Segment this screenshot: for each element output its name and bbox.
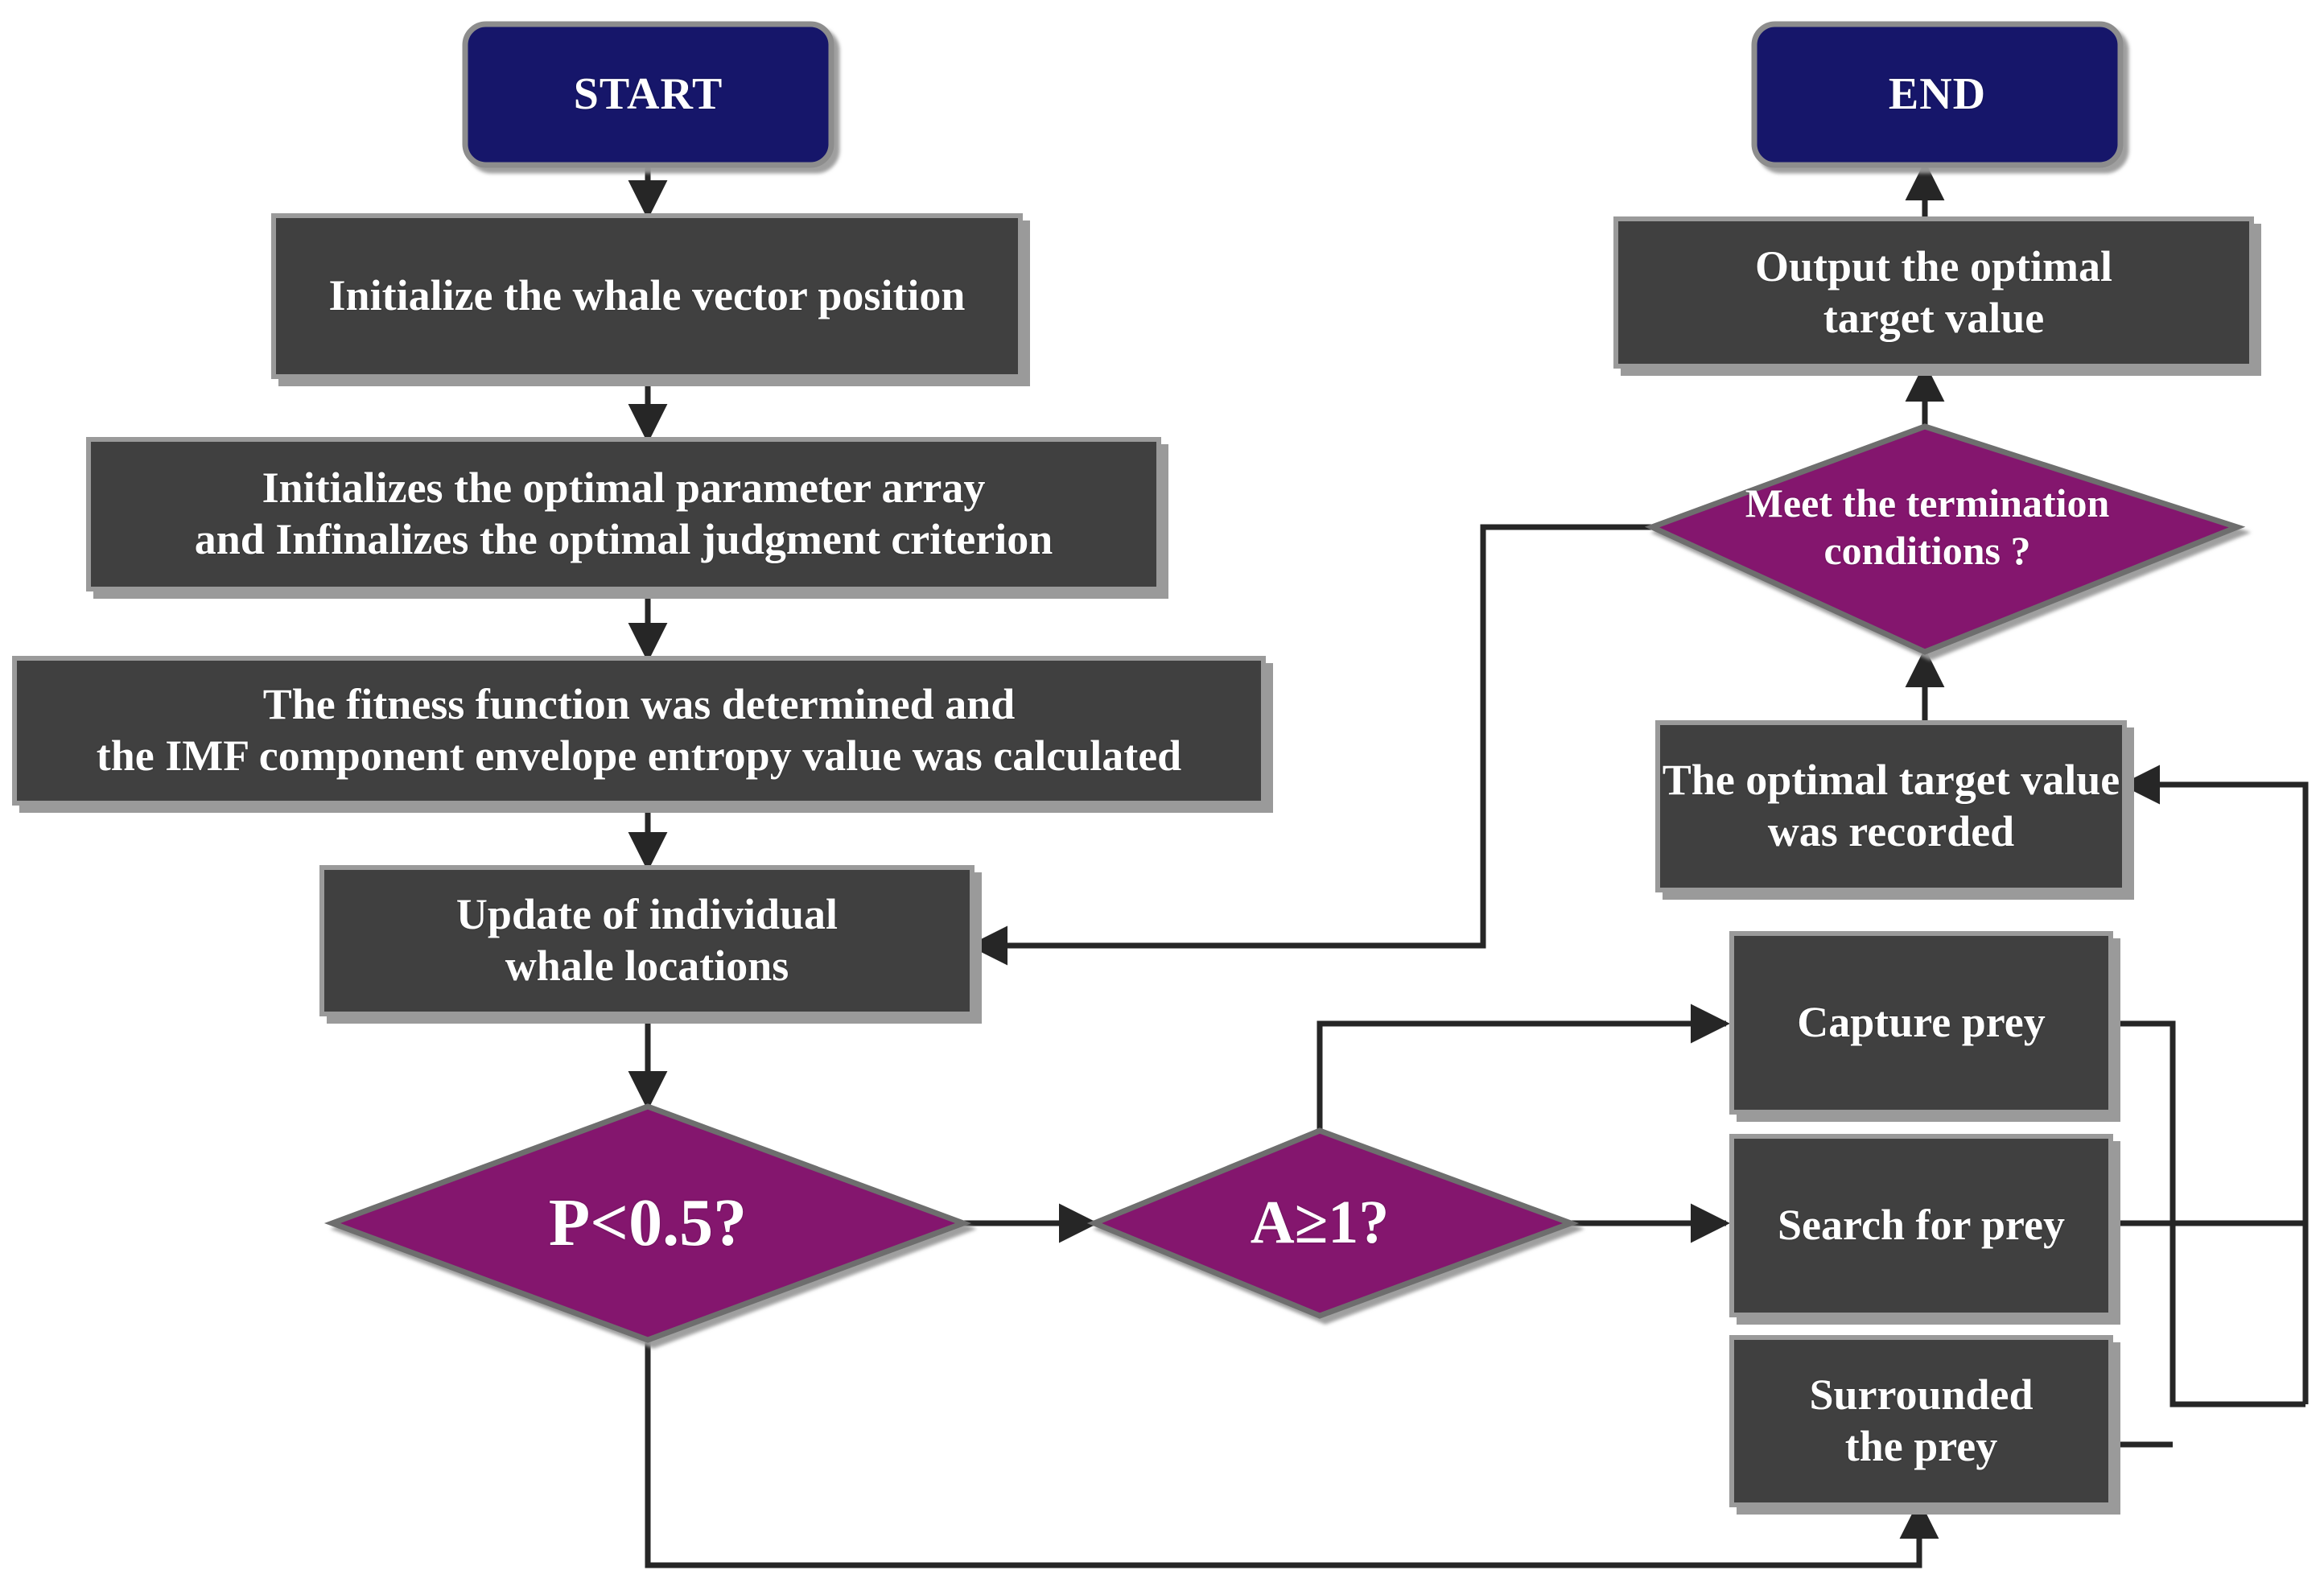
node-shape-fitness[interactable] [12, 656, 1266, 806]
edge-layer [628, 161, 2309, 1568]
node-shape-decision-a[interactable] [1086, 1127, 1580, 1319]
node-shape-surrounded-the-prey[interactable] [1729, 1335, 2113, 1507]
edge-decision-p-to-surrounded-the-prey [645, 1340, 1939, 1568]
node-shape-start[interactable] [462, 21, 834, 168]
edge-merge-rail-to-record-box [2120, 765, 2309, 1404]
node-shape-search-for-prey[interactable] [1729, 1134, 2113, 1317]
node-shape-initialize-vector[interactable] [271, 213, 1023, 379]
node-shape-decision-p[interactable] [323, 1103, 972, 1343]
edge-decision-a-to-capture-prey [1317, 1004, 1730, 1131]
node-shape-record[interactable] [1655, 720, 2127, 892]
node-shape-end[interactable] [1751, 21, 2124, 168]
edge-terminate-decision-to-update-loop [968, 524, 1652, 966]
node-shape-output[interactable] [1613, 216, 2254, 369]
node-shape-update[interactable] [319, 865, 975, 1016]
node-shape-terminate-decision[interactable] [1644, 423, 2246, 655]
edge-capture-prey-to-merge-rail [2111, 1020, 2305, 1407]
node-shape-capture-prey[interactable] [1729, 931, 2113, 1115]
node-shape-initialize-parameters[interactable] [86, 437, 1161, 591]
